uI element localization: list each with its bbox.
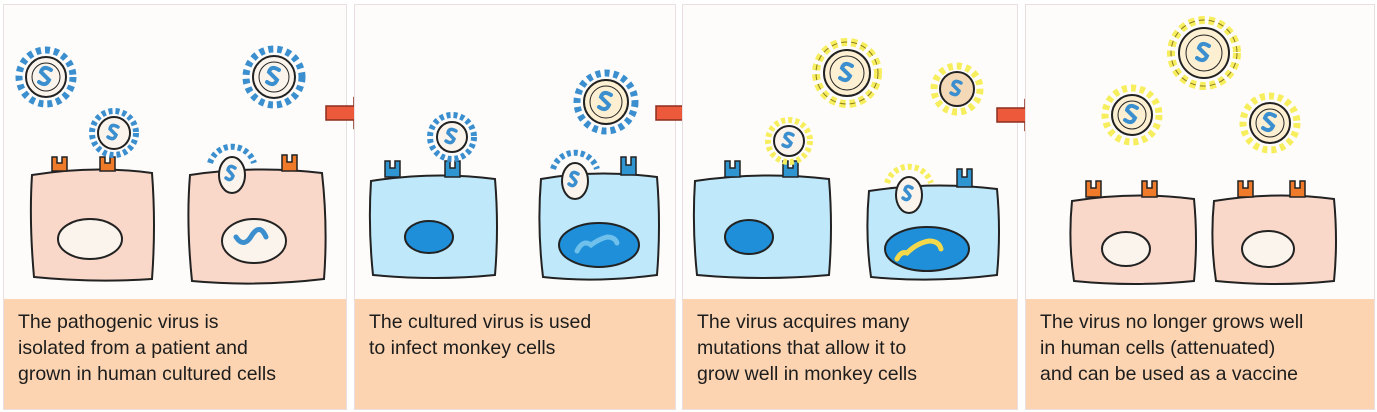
virus-particle-icon [930, 62, 984, 116]
virus-particle-icon [1167, 16, 1241, 90]
panel-1: The pathogenic virus is isolated from a … [3, 4, 347, 410]
panel-3: The virus acquires many mutations that a… [682, 4, 1018, 410]
panel-3-caption: The virus acquires many mutations that a… [683, 299, 1017, 409]
panel-3-illustration [692, 38, 1000, 281]
caption-line: in human cells (attenuated) [1040, 337, 1276, 359]
caption-line: The cultured virus is used [369, 311, 592, 333]
panel-2-caption: The cultured virus is used to infect mon… [355, 299, 675, 409]
human-cell [187, 168, 327, 285]
monkey-cell [692, 174, 832, 279]
caption-line: The virus no longer grows well [1040, 311, 1304, 333]
panel-1-illustration [15, 45, 327, 285]
virus-particle-icon [15, 46, 77, 108]
virus-particle-icon [812, 38, 882, 108]
virus-particle-icon [427, 112, 477, 162]
receptor-icon [1085, 180, 1102, 198]
monkey-cell [866, 184, 1000, 281]
monkey-cell [368, 174, 498, 279]
human-cell [1069, 194, 1197, 285]
virus-particle-icon [207, 143, 257, 194]
panel-2-illustration [368, 69, 660, 281]
receptor-icon [1141, 180, 1158, 198]
caption-line: mutations that allow it to [697, 337, 907, 359]
virus-particle-icon [573, 69, 639, 135]
receptor-icon [444, 160, 461, 178]
receptor-icon [51, 156, 68, 172]
panel-2: The cultured virus is used to infect mon… [354, 4, 676, 410]
caption-line: and can be used as a vaccine [1040, 363, 1299, 385]
caption-line: to infect monkey cells [369, 337, 556, 359]
caption-line: The virus acquires many [697, 311, 910, 333]
virus-particle-icon [1239, 92, 1301, 154]
receptor-icon [281, 154, 298, 172]
virus-particle-icon [1101, 84, 1163, 146]
virus-particle-icon [89, 108, 139, 158]
caption-line: grown in human cultured cells [18, 363, 276, 385]
caption-line: grow well in monkey cells [697, 363, 917, 385]
panel-1-caption: The pathogenic virus is isolated from a … [4, 299, 346, 409]
panel-4: The virus no longer grows well in human … [1025, 4, 1375, 410]
receptor-icon [724, 160, 741, 178]
caption-line: isolated from a patient and [18, 337, 248, 359]
receptor-icon [956, 168, 973, 188]
receptor-icon [99, 156, 116, 172]
virus-particle-icon [550, 149, 600, 200]
receptor-icon [1237, 180, 1254, 198]
panel-4-illustration [1069, 16, 1337, 285]
panel-4-caption: The virus no longer grows well in human … [1026, 299, 1374, 409]
receptor-icon [384, 160, 401, 178]
virus-particle-icon [884, 163, 934, 214]
monkey-cell [538, 172, 660, 281]
receptor-icon [620, 156, 637, 176]
human-cell [1211, 194, 1337, 285]
human-cell [29, 168, 155, 282]
caption-line: The pathogenic virus is [18, 311, 219, 333]
virus-particle-icon [242, 45, 306, 109]
virus-particle-icon [765, 117, 813, 165]
receptor-icon [1289, 180, 1306, 198]
